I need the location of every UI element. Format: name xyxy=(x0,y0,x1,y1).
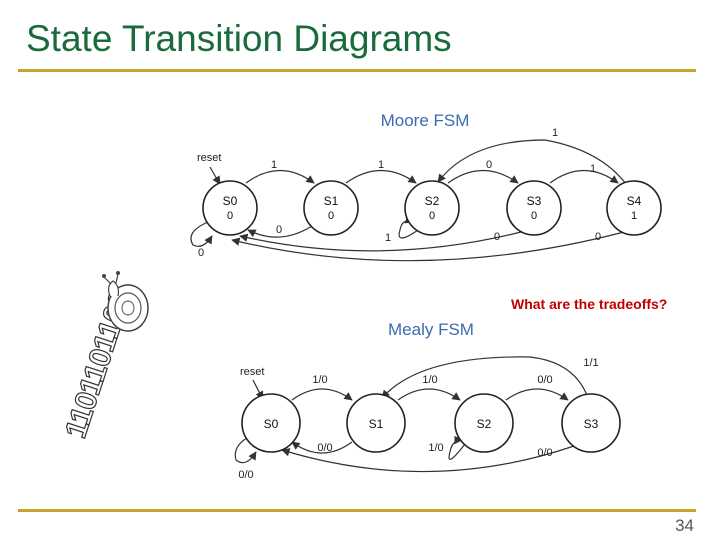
moore-reset-label: reset xyxy=(197,152,221,164)
mealy-edge-s2-s3-label: 0/0 xyxy=(537,374,552,386)
moore-edge-s3-s4-label: 1 xyxy=(590,163,596,175)
moore-fsm: Moore FSM reset 1 1 0 1 1 0 1 0 0 0 xyxy=(191,111,661,261)
mealy-state-s0-name: S0 xyxy=(264,417,279,431)
moore-state-s2-name: S2 xyxy=(425,194,440,208)
mealy-edge-s2-self-label: 1/0 xyxy=(428,442,443,454)
mealy-state-s2: S2 xyxy=(455,394,513,452)
page-number: 34 xyxy=(675,516,694,536)
moore-state-s4: S4 1 xyxy=(607,181,661,235)
moore-edge-s4-s0 xyxy=(232,232,624,261)
moore-state-s3-output: 0 xyxy=(531,210,537,222)
moore-edge-s4-s0-label: 0 xyxy=(595,231,601,243)
moore-edge-s0-s1-label: 1 xyxy=(271,159,277,171)
moore-edge-s1-s2-label: 1 xyxy=(378,159,384,171)
mealy-fsm-title: Mealy FSM xyxy=(388,320,474,339)
mealy-state-s0: S0 xyxy=(242,394,300,452)
moore-state-s1: S1 0 xyxy=(304,181,358,235)
moore-edge-s2-s3 xyxy=(448,171,518,184)
mealy-edge-s0-s1 xyxy=(292,389,352,400)
moore-edge-s0-s1 xyxy=(246,171,314,184)
mealy-state-s3: S3 xyxy=(562,394,620,452)
moore-edge-s1-s0-label: 0 xyxy=(276,224,282,236)
moore-state-s4-name: S4 xyxy=(627,194,642,208)
moore-state-s2: S2 0 xyxy=(405,181,459,235)
snail-icon: 1101101100 xyxy=(59,271,148,442)
mealy-edge-s0-self-label: 0/0 xyxy=(238,469,253,481)
mealy-edge-s1-s0-label: 0/0 xyxy=(317,442,332,454)
moore-edge-s2-s3-label: 0 xyxy=(486,159,492,171)
mealy-edge-s1-s2 xyxy=(398,389,460,400)
mealy-edge-s1-s2-label: 1/0 xyxy=(422,374,437,386)
moore-state-s0-output: 0 xyxy=(227,210,233,222)
moore-state-s4-output: 1 xyxy=(631,210,637,222)
mealy-edge-s3-s1-label: 1/1 xyxy=(583,357,598,369)
mealy-edge-s0-s1-label: 1/0 xyxy=(312,374,327,386)
moore-reset-arrow xyxy=(210,167,220,184)
moore-state-s3-name: S3 xyxy=(527,194,542,208)
mealy-state-s3-name: S3 xyxy=(584,417,599,431)
moore-state-s3: S3 0 xyxy=(507,181,561,235)
moore-state-s1-name: S1 xyxy=(324,194,339,208)
moore-edge-s1-s2 xyxy=(346,171,416,184)
moore-state-s1-output: 0 xyxy=(328,210,334,222)
moore-state-s2-output: 0 xyxy=(429,210,435,222)
moore-state-s0-name: S0 xyxy=(223,194,238,208)
moore-edge-s4-s2-label: 1 xyxy=(552,127,558,139)
moore-edge-s3-s0 xyxy=(240,231,525,251)
mealy-fsm: Mealy FSM reset 1/0 1/0 0/0 1/1 0/0 1/0 … xyxy=(235,320,620,481)
moore-fsm-title: Moore FSM xyxy=(381,111,470,130)
mealy-state-s2-name: S2 xyxy=(477,417,492,431)
mealy-edge-s2-s3 xyxy=(506,389,568,400)
mealy-edge-s3-s0-label: 0/0 xyxy=(537,447,552,459)
moore-edge-s0-self-label: 0 xyxy=(198,247,204,259)
mealy-reset-label: reset xyxy=(240,366,264,378)
moore-edge-s4-s2 xyxy=(438,140,626,184)
moore-edge-s3-s4 xyxy=(550,171,618,184)
mealy-state-s1-name: S1 xyxy=(369,417,384,431)
moore-state-s0: S0 0 xyxy=(203,181,257,235)
tradeoffs-question: What are the tradeoffs? xyxy=(511,296,667,312)
mealy-state-s1: S1 xyxy=(347,394,405,452)
moore-edge-s2-self-label: 1 xyxy=(385,232,391,244)
footer-divider xyxy=(18,509,696,512)
moore-edge-s3-s0-label: 0 xyxy=(494,231,500,243)
